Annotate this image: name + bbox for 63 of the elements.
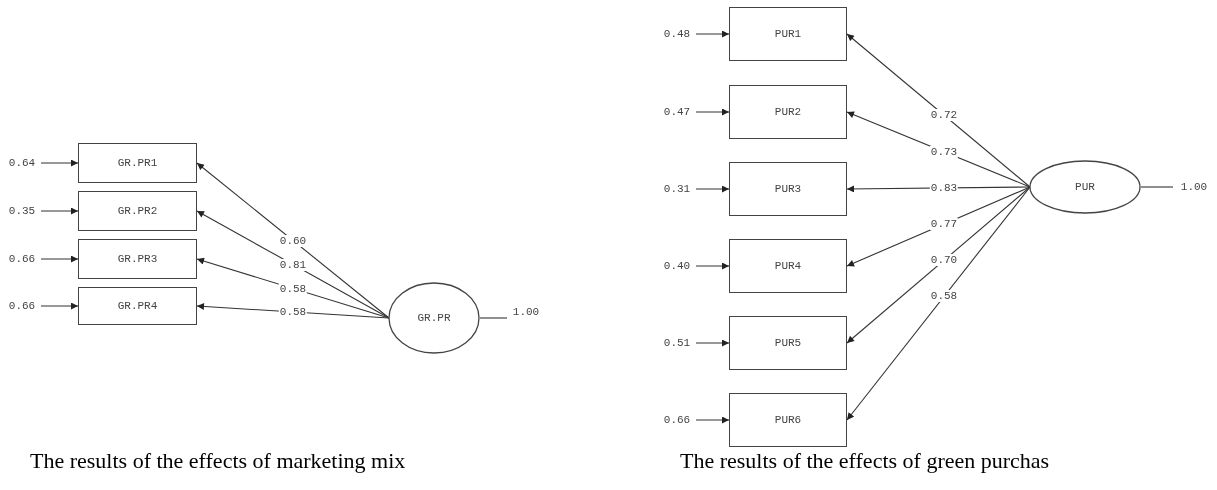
variable-name: PUR2 [774,106,802,118]
variable-name: PUR3 [774,183,802,195]
variable-name: GR.PR2 [117,205,158,217]
connector-line [479,317,508,319]
indicator-box [729,316,847,370]
edge-label: 0.72 [929,109,959,122]
edge-label: 0.73 [929,145,959,158]
variance-value: 1.00 [1180,181,1208,193]
edge-label: 0.58 [929,290,959,303]
arrow [40,302,79,310]
arrow [695,30,730,38]
variable-name: PUR4 [774,260,802,272]
connector-line [1140,186,1174,188]
arrow [695,108,730,116]
edge-label: 0.58 [278,306,308,318]
indicator-box [729,162,847,216]
arrow [695,339,730,347]
indicator-box [729,7,847,61]
edge-label: 0.70 [929,254,959,267]
variable-name: PUR1 [774,28,802,40]
indicator-box [78,143,197,183]
variable-name: PUR [1075,181,1095,193]
arrow [40,207,79,215]
variance-value: 0.31 [663,183,691,195]
arrow [695,185,730,193]
indicator-box [729,85,847,139]
variable-name: GR.PR4 [117,300,158,312]
edge-label: 0.60 [278,234,308,247]
arrow [846,33,1031,188]
variance-value: 0.48 [663,28,691,40]
indicator-box [729,393,847,447]
variance-value: 0.66 [663,414,691,426]
variable-name: PUR6 [774,414,802,426]
arrow [695,416,730,424]
indicator-box [729,239,847,293]
variance-value: 0.64 [8,157,36,169]
arrow [846,186,1031,421]
variance-value: 0.66 [8,253,36,265]
variable-name: GR.PR [417,312,451,324]
caption: The results of the effects of green purchas [680,448,1050,474]
arrow [196,210,390,319]
variance-value: 0.47 [663,106,691,118]
variance-value: 0.66 [8,300,36,312]
edge-label: 0.58 [278,282,308,295]
edge-label: 0.83 [929,181,959,194]
arrow [846,186,1031,344]
caption: The results of the effects of marketing mix [30,448,406,474]
variable-name: GR.PR3 [117,253,158,265]
variable-name: GR.PR1 [117,157,158,169]
arrow [40,159,79,167]
indicator-box [78,191,197,231]
indicator-box [78,239,197,279]
variable-name: PUR5 [774,337,802,349]
arrow [40,255,79,263]
variance-value: 0.40 [663,260,691,272]
arrow [196,162,390,319]
variance-value: 0.35 [8,205,36,217]
edge-label: 0.77 [929,218,959,231]
indicator-box [78,287,197,325]
edge-label: 0.81 [278,258,308,271]
variance-value: 0.51 [663,337,691,349]
variance-value: 1.00 [512,306,540,318]
arrow [695,262,730,270]
